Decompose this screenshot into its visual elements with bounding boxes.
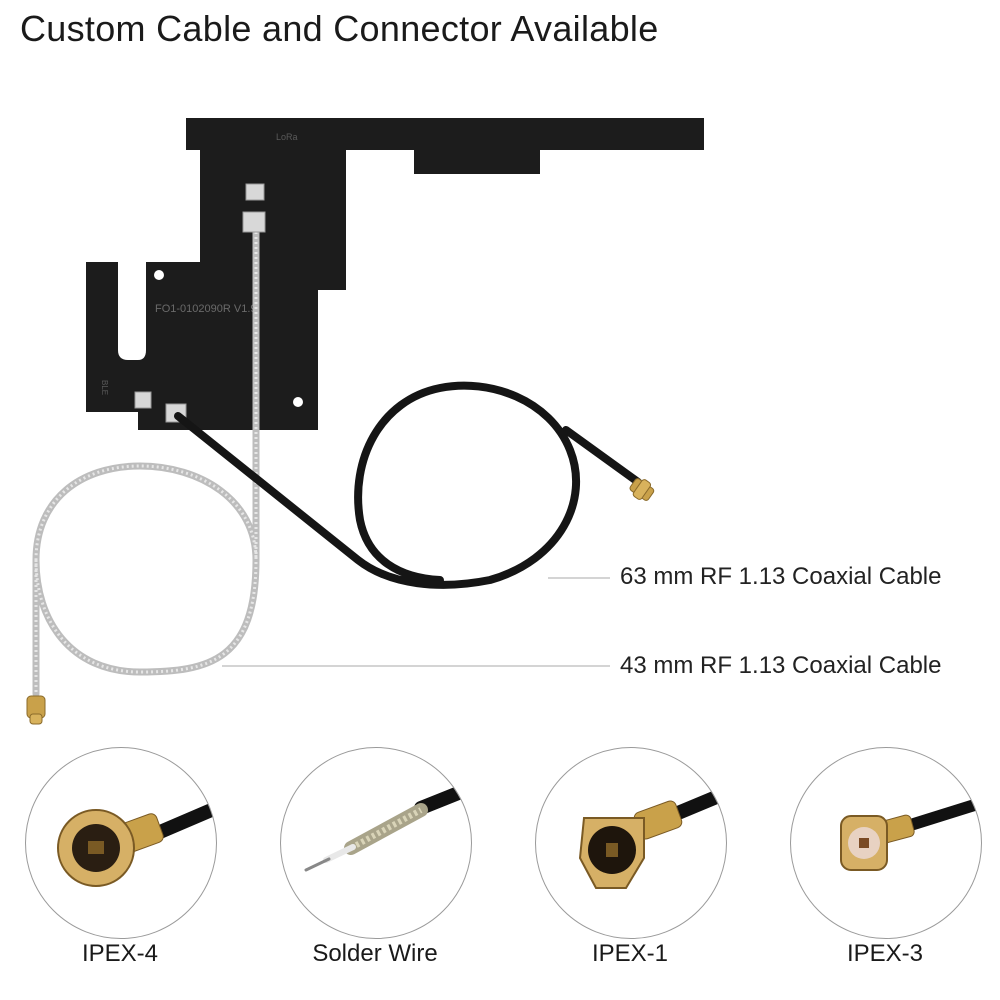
callout-43mm-cable: 43 mm RF 1.13 Coaxial Cable [620,652,942,679]
connector-option-ipex-3 [790,747,982,939]
antenna-slot [118,262,146,360]
solder-pad [242,211,266,233]
connector-label-ipex-1: IPEX-1 [591,940,669,967]
gold-connector [629,478,655,501]
connector-label-ipex-4: IPEX-4 [81,940,159,967]
ipex-3-connector-icon [840,797,981,871]
connector-option-solder-wire [280,747,472,939]
antenna-label-ble: BLE [100,380,109,395]
callout-63mm-cable: 63 mm RF 1.13 Coaxial Cable [620,563,942,590]
mounting-hole [154,270,164,280]
mounting-hole [293,397,303,407]
connector-option-ipex-1 [535,747,727,939]
solder-wire-icon [304,781,471,872]
connector-label-ipex-3: IPEX-3 [846,940,924,967]
solder-pad [134,391,152,409]
gold-connector [26,695,46,725]
black-coaxial-cable [174,381,642,589]
page-title: Custom Cable and Connector Available [20,8,659,49]
ipex-1-connector-icon [578,786,726,889]
antenna-pcb [86,118,704,430]
connector-label-solder-wire: Solder Wire [312,940,438,967]
ipex-4-connector-icon [57,801,216,887]
antenna-label-model: FO1-0102090R V1.9 [155,303,257,315]
solder-pad [245,183,265,201]
connector-option-ipex-4 [25,747,217,939]
product-illustration: LoRa FO1-0102090R V1.9 BLE [26,118,704,725]
antenna-label-lora: LoRa [276,132,298,142]
